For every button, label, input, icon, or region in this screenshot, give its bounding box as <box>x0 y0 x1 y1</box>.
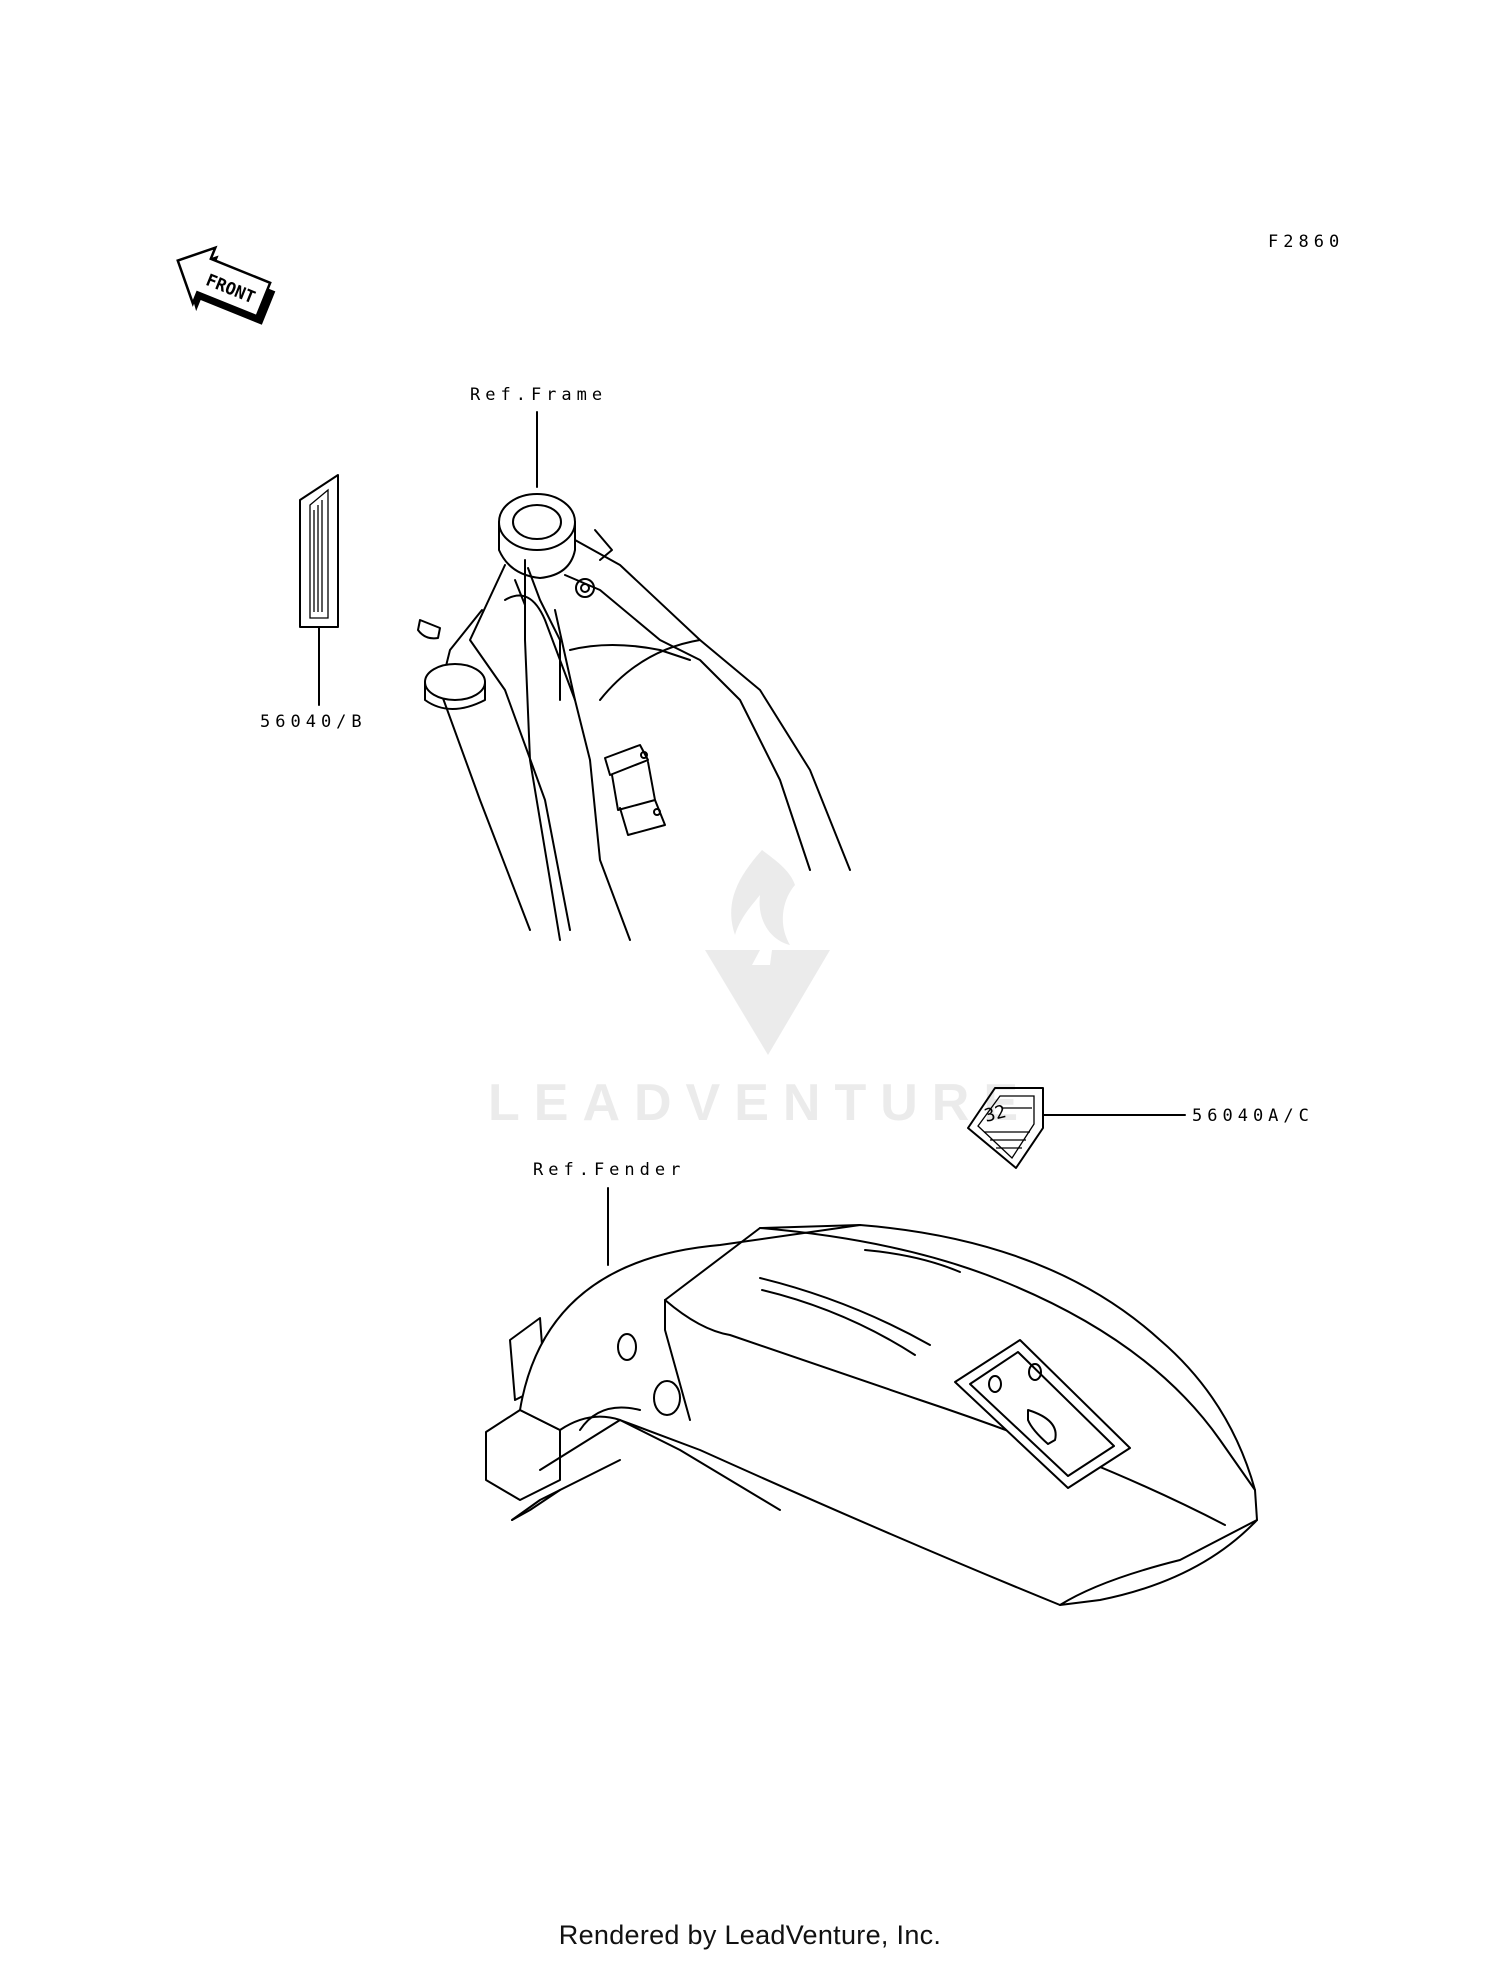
fender-drawing <box>485 1224 1258 1606</box>
part-label-56040-b: 56040/B <box>260 712 367 732</box>
watermark-text: LEADVENTURE <box>488 1074 1032 1132</box>
frame-drawing <box>417 493 851 941</box>
decal-number: 32 <box>982 1101 1008 1127</box>
plate-decal: 32 <box>967 1087 1186 1169</box>
front-arrow-icon: FRONT <box>176 245 276 325</box>
tag-decal <box>299 474 339 706</box>
figure-code: F2860 <box>1268 232 1344 252</box>
footer-credit: Rendered by LeadVenture, Inc. <box>558 1920 942 1950</box>
ref-fender-label: Ref.Fender <box>533 1160 685 1180</box>
part-label-56040a-c: 56040A/C <box>1192 1106 1314 1126</box>
leadventure-watermark: LEADVENTURE <box>488 850 1032 1132</box>
ref-frame-label: Ref.Frame <box>470 385 607 405</box>
